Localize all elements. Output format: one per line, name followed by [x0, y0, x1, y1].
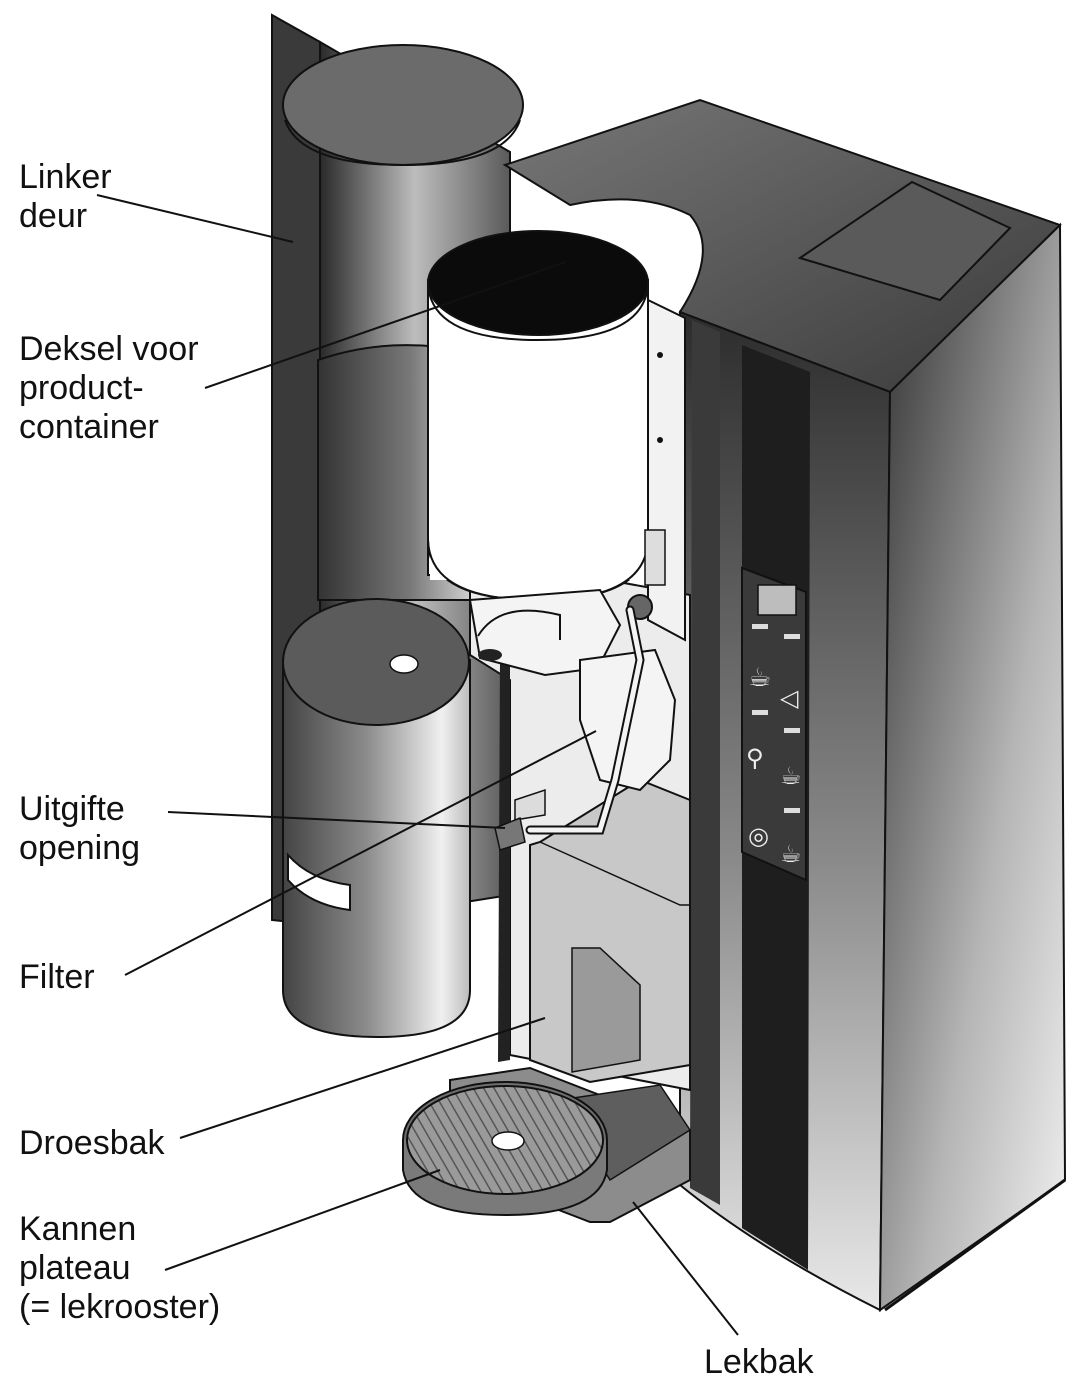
dispense-nozzle	[494, 816, 526, 851]
leader-container-lid	[204, 261, 567, 389]
rinse-icon: ◎	[748, 822, 769, 850]
storage-bin	[282, 598, 471, 1039]
label-filter: Filter	[19, 958, 95, 996]
display-screen	[757, 584, 797, 616]
leader-grounds-bin	[179, 1017, 546, 1139]
drip-tray-assembly	[402, 1066, 692, 1223]
label-jug-plateau: Kannen plateau (= lekrooster)	[19, 1210, 221, 1326]
label-left-door: Linker deur	[19, 158, 112, 235]
triangle-icon: ◁	[780, 684, 799, 712]
leader-left-door	[96, 194, 294, 243]
control-panel: ☕ ◁ ⚲ ☕ ◎ ☕	[741, 566, 807, 882]
leader-lines	[96, 194, 739, 1336]
cup-icon: ☕	[780, 762, 802, 790]
leader-filter	[124, 730, 597, 976]
product-container	[427, 230, 686, 642]
large-cup-icon: ☕	[780, 840, 802, 868]
coffee-pot-icon: ☕	[748, 663, 771, 693]
label-drip-tray: Lekbak	[704, 1343, 814, 1381]
water-tap-icon: ⚲	[746, 744, 764, 772]
container-lid	[427, 230, 649, 336]
leader-drip-tray	[632, 1201, 739, 1336]
leader-dispense-opening	[167, 811, 506, 829]
dispense-unit	[468, 529, 677, 851]
leader-jug-plateau	[164, 1169, 441, 1271]
label-container-lid: Deksel voor product- container	[19, 330, 199, 446]
label-grounds-bin: Droesbak	[19, 1124, 165, 1162]
label-dispense-opening: Uitgifte opening	[19, 790, 141, 867]
grounds-bin	[529, 778, 691, 1084]
